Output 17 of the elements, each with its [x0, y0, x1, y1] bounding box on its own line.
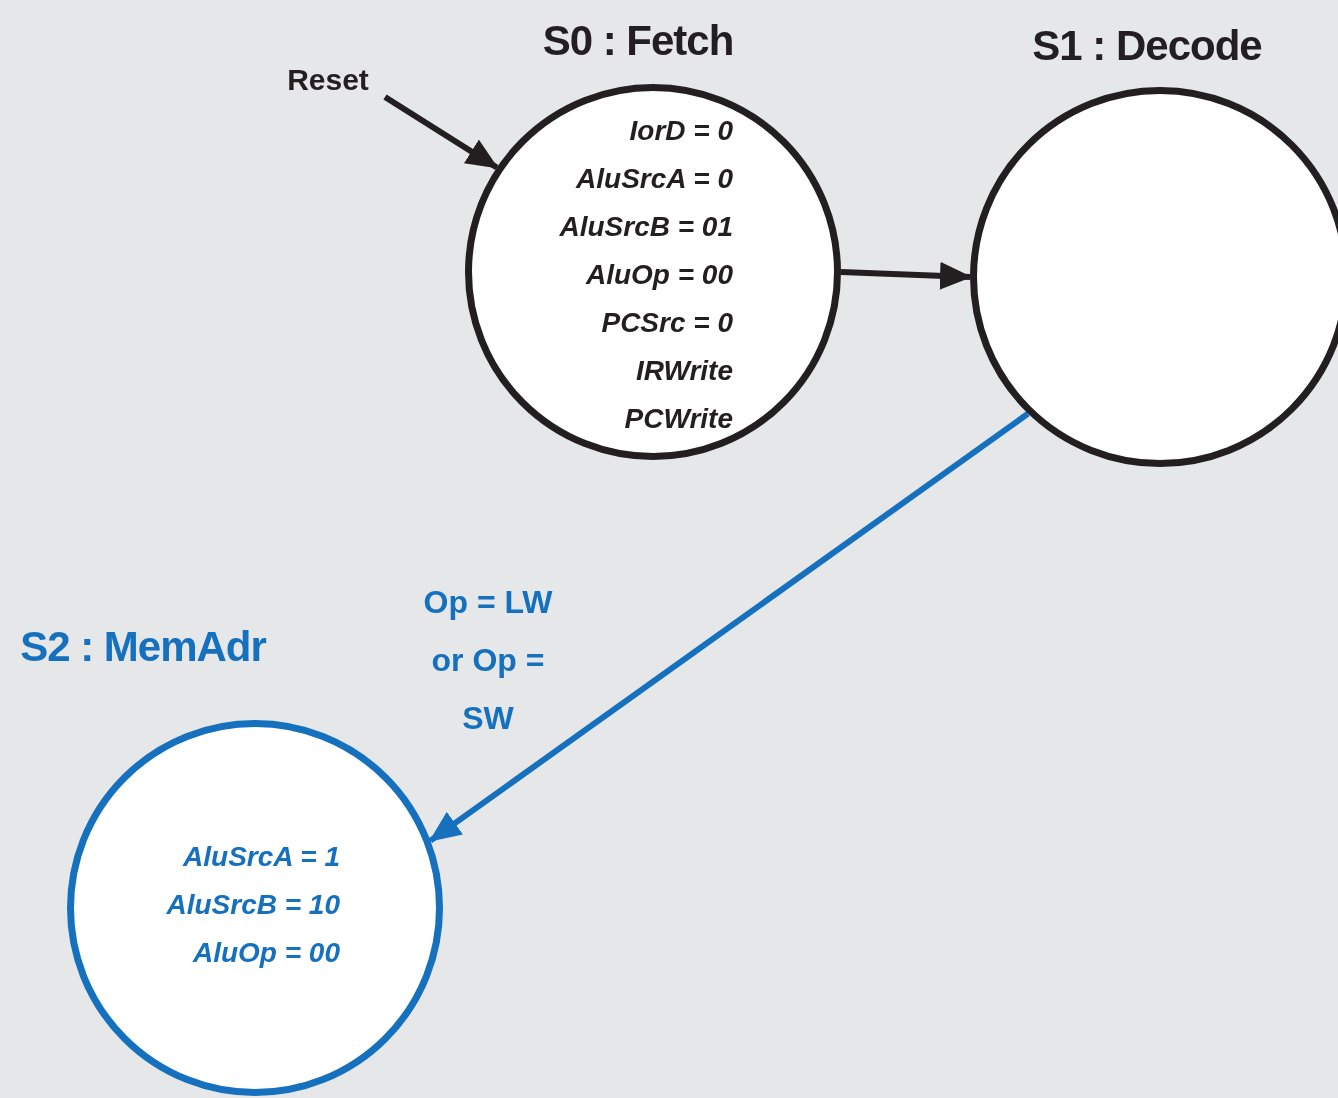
state-title: S1 : Decode — [1032, 22, 1262, 70]
control-signal: AluOp = 00 — [585, 258, 733, 292]
control-signal: AluOp = 00 — [192, 936, 340, 970]
control-signal: IRWrite — [636, 354, 733, 388]
control-signal: AluSrcB = 10 — [166, 888, 340, 922]
state-title: S2 : MemAdr — [20, 623, 266, 671]
control-signal: IorD = 0 — [629, 114, 733, 148]
control-signal: PCSrc = 0 — [601, 306, 733, 340]
control-signal: AluSrcA = 1 — [183, 840, 340, 874]
control-signal: AluSrcB = 01 — [559, 210, 733, 244]
transition-arrow — [383, 94, 499, 170]
transition-arrow — [840, 261, 972, 290]
transition-arrow — [428, 411, 1030, 844]
state-title: S0 : Fetch — [542, 17, 734, 65]
control-signal: AluSrcA = 0 — [576, 162, 733, 196]
reset-label: Reset — [278, 58, 378, 102]
control-signal: PCWrite — [624, 402, 733, 436]
